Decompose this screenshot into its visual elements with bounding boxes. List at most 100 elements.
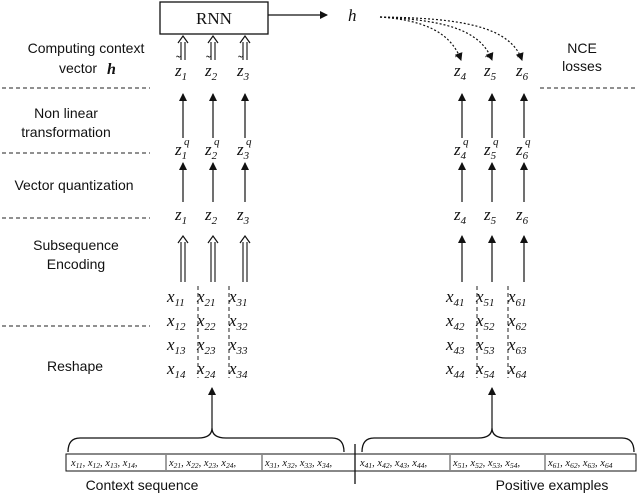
positive-z-tilde-5-tilde: ˜ (485, 54, 490, 69)
positive-x-41: x41 (445, 287, 465, 309)
context-sequence-label: Context sequence (86, 477, 199, 493)
sequence-group: x21, x22, x23, x24, (165, 455, 236, 470)
sequence-x-61-subscript: 61 (553, 461, 561, 470)
sequence-separator: , (483, 458, 488, 469)
context-z-q-3-subscript: 3 (243, 150, 250, 162)
positive-x-52-subscript: 52 (484, 321, 496, 333)
sequence-x-24-subscript: 24 (226, 461, 234, 470)
sequence-x-13: x (104, 458, 110, 469)
context-x-24: x24 (196, 359, 216, 381)
context-x-21-subscript: 21 (205, 297, 216, 309)
sequence-x-54-subscript: 54 (510, 461, 518, 470)
sequence-x-53: x (487, 458, 493, 469)
rnn-box (159, 1, 269, 35)
positive-x-62: x62 (507, 311, 527, 333)
sequence-x-23-subscript: 23 (209, 461, 217, 470)
sequence-x-12: x (87, 458, 93, 469)
context-x-33: x33 (228, 335, 248, 357)
positive-z-q-5-subscript: 5 (491, 150, 497, 162)
positive-x-44: x44 (445, 359, 465, 381)
positive-x-63-subscript: 63 (516, 345, 528, 357)
sequence-group-text: x61, x62, x63, x64 (547, 458, 613, 470)
sequence-x-23: x (203, 458, 209, 469)
sequence-box (65, 453, 637, 472)
positive-x-54: x54 (475, 359, 495, 381)
sequence-separator: , (181, 458, 186, 469)
sequence-separator: , (560, 458, 565, 469)
sequence-x-11-subscript: 11 (76, 461, 83, 470)
stage-context-label: Computing context (28, 40, 145, 56)
sequence-x-52: x (469, 458, 475, 469)
context-x-31-subscript: 31 (236, 297, 248, 309)
sequence-x-14-subscript: 14 (127, 461, 135, 470)
positive-x-52: x52 (475, 311, 495, 333)
positive-x-53: x53 (475, 335, 495, 357)
sequence-separator: , (372, 458, 377, 469)
sequence-separator: , (277, 458, 282, 469)
positive-z-tilde-6-subscript: 6 (523, 71, 529, 83)
stage-vq-label: Vector quantization (14, 177, 133, 193)
positive-x-62-subscript: 62 (516, 321, 528, 333)
context-x-12: x12 (166, 311, 186, 333)
sequence-group-text: x51, x52, x53, x54, (452, 458, 520, 470)
sequence-separator: , (517, 458, 520, 469)
context-z-tilde-2-subscript: 2 (212, 71, 218, 83)
h-context-vector: h (348, 6, 357, 25)
sequence-separator: , (465, 458, 470, 469)
context-x-11: x11 (166, 287, 185, 309)
sequence-x-22-subscript: 22 (191, 461, 199, 470)
sequence-separator: , (390, 458, 395, 469)
sequence-separator: , (407, 458, 412, 469)
context-x-13: x13 (166, 335, 186, 357)
sequence-group-text: x31, x32, x33, x34, (264, 458, 332, 470)
rnn-block: RNN (159, 1, 269, 35)
positive-z-4: z4 (453, 205, 467, 227)
sequence-x-14: x (122, 458, 128, 469)
sequence-separator: , (233, 458, 236, 469)
h-to-z4-arrow (379, 16, 463, 61)
context-x-13-subscript: 13 (175, 345, 187, 357)
positive-x-53-subscript: 53 (484, 345, 496, 357)
sequence-x-12-subscript: 12 (93, 461, 101, 470)
context-x-23: x23 (196, 335, 216, 357)
context-z-3-subscript: 3 (243, 215, 250, 227)
positive-x-42: x42 (445, 311, 465, 333)
positive-z-tilde-4: z4˜ (453, 54, 467, 83)
h-to-z5-arrow (379, 16, 494, 61)
nce-label: NCE (567, 40, 597, 56)
context-z-3: z3 (236, 205, 250, 227)
context-x-11-subscript: 11 (175, 297, 185, 309)
sequence-x-43-subscript: 43 (400, 461, 408, 470)
positive-z-q-4: z4q (453, 136, 469, 162)
sequence-x-21-subscript: 21 (174, 461, 182, 470)
h-to-positives-arrows (379, 16, 524, 61)
context-z-q-1: z1q (174, 136, 190, 162)
context-arrow-x-to-z-head (239, 234, 251, 244)
sequence-separator: , (295, 458, 300, 469)
positive-z-5-text: z5 (483, 205, 497, 227)
sequence-x-64: x (599, 458, 605, 469)
sequence-x-64-subscript: 64 (605, 461, 613, 470)
positive-z-q-6: z6q (515, 136, 531, 162)
context-z-tilde-3-tilde: ˜ (238, 54, 243, 69)
sequence-x-11: x (70, 458, 76, 469)
positive-z-4-subscript: 4 (461, 215, 467, 227)
sequence-x-41-subscript: 41 (365, 461, 373, 470)
positive-z-tilde-6-tilde: ˜ (517, 54, 522, 69)
sequence-x-43: x (394, 458, 400, 469)
context-brace (67, 427, 345, 453)
stage-nonlinear-label-2: transformation (21, 124, 110, 140)
sequence-group-text: x41, x42, x43, x44, (359, 458, 427, 470)
sequence-separator: , (216, 458, 221, 469)
context-arrow-to-rnn-head (177, 34, 189, 44)
sequence-group: x41, x42, x43, x44, (359, 458, 427, 470)
positive-z-tilde-5: z5˜ (483, 54, 497, 83)
context-z-q-2-superscript: q (214, 136, 220, 148)
positive-x-64: x64 (507, 359, 527, 381)
nce-label-2: losses (562, 58, 602, 74)
